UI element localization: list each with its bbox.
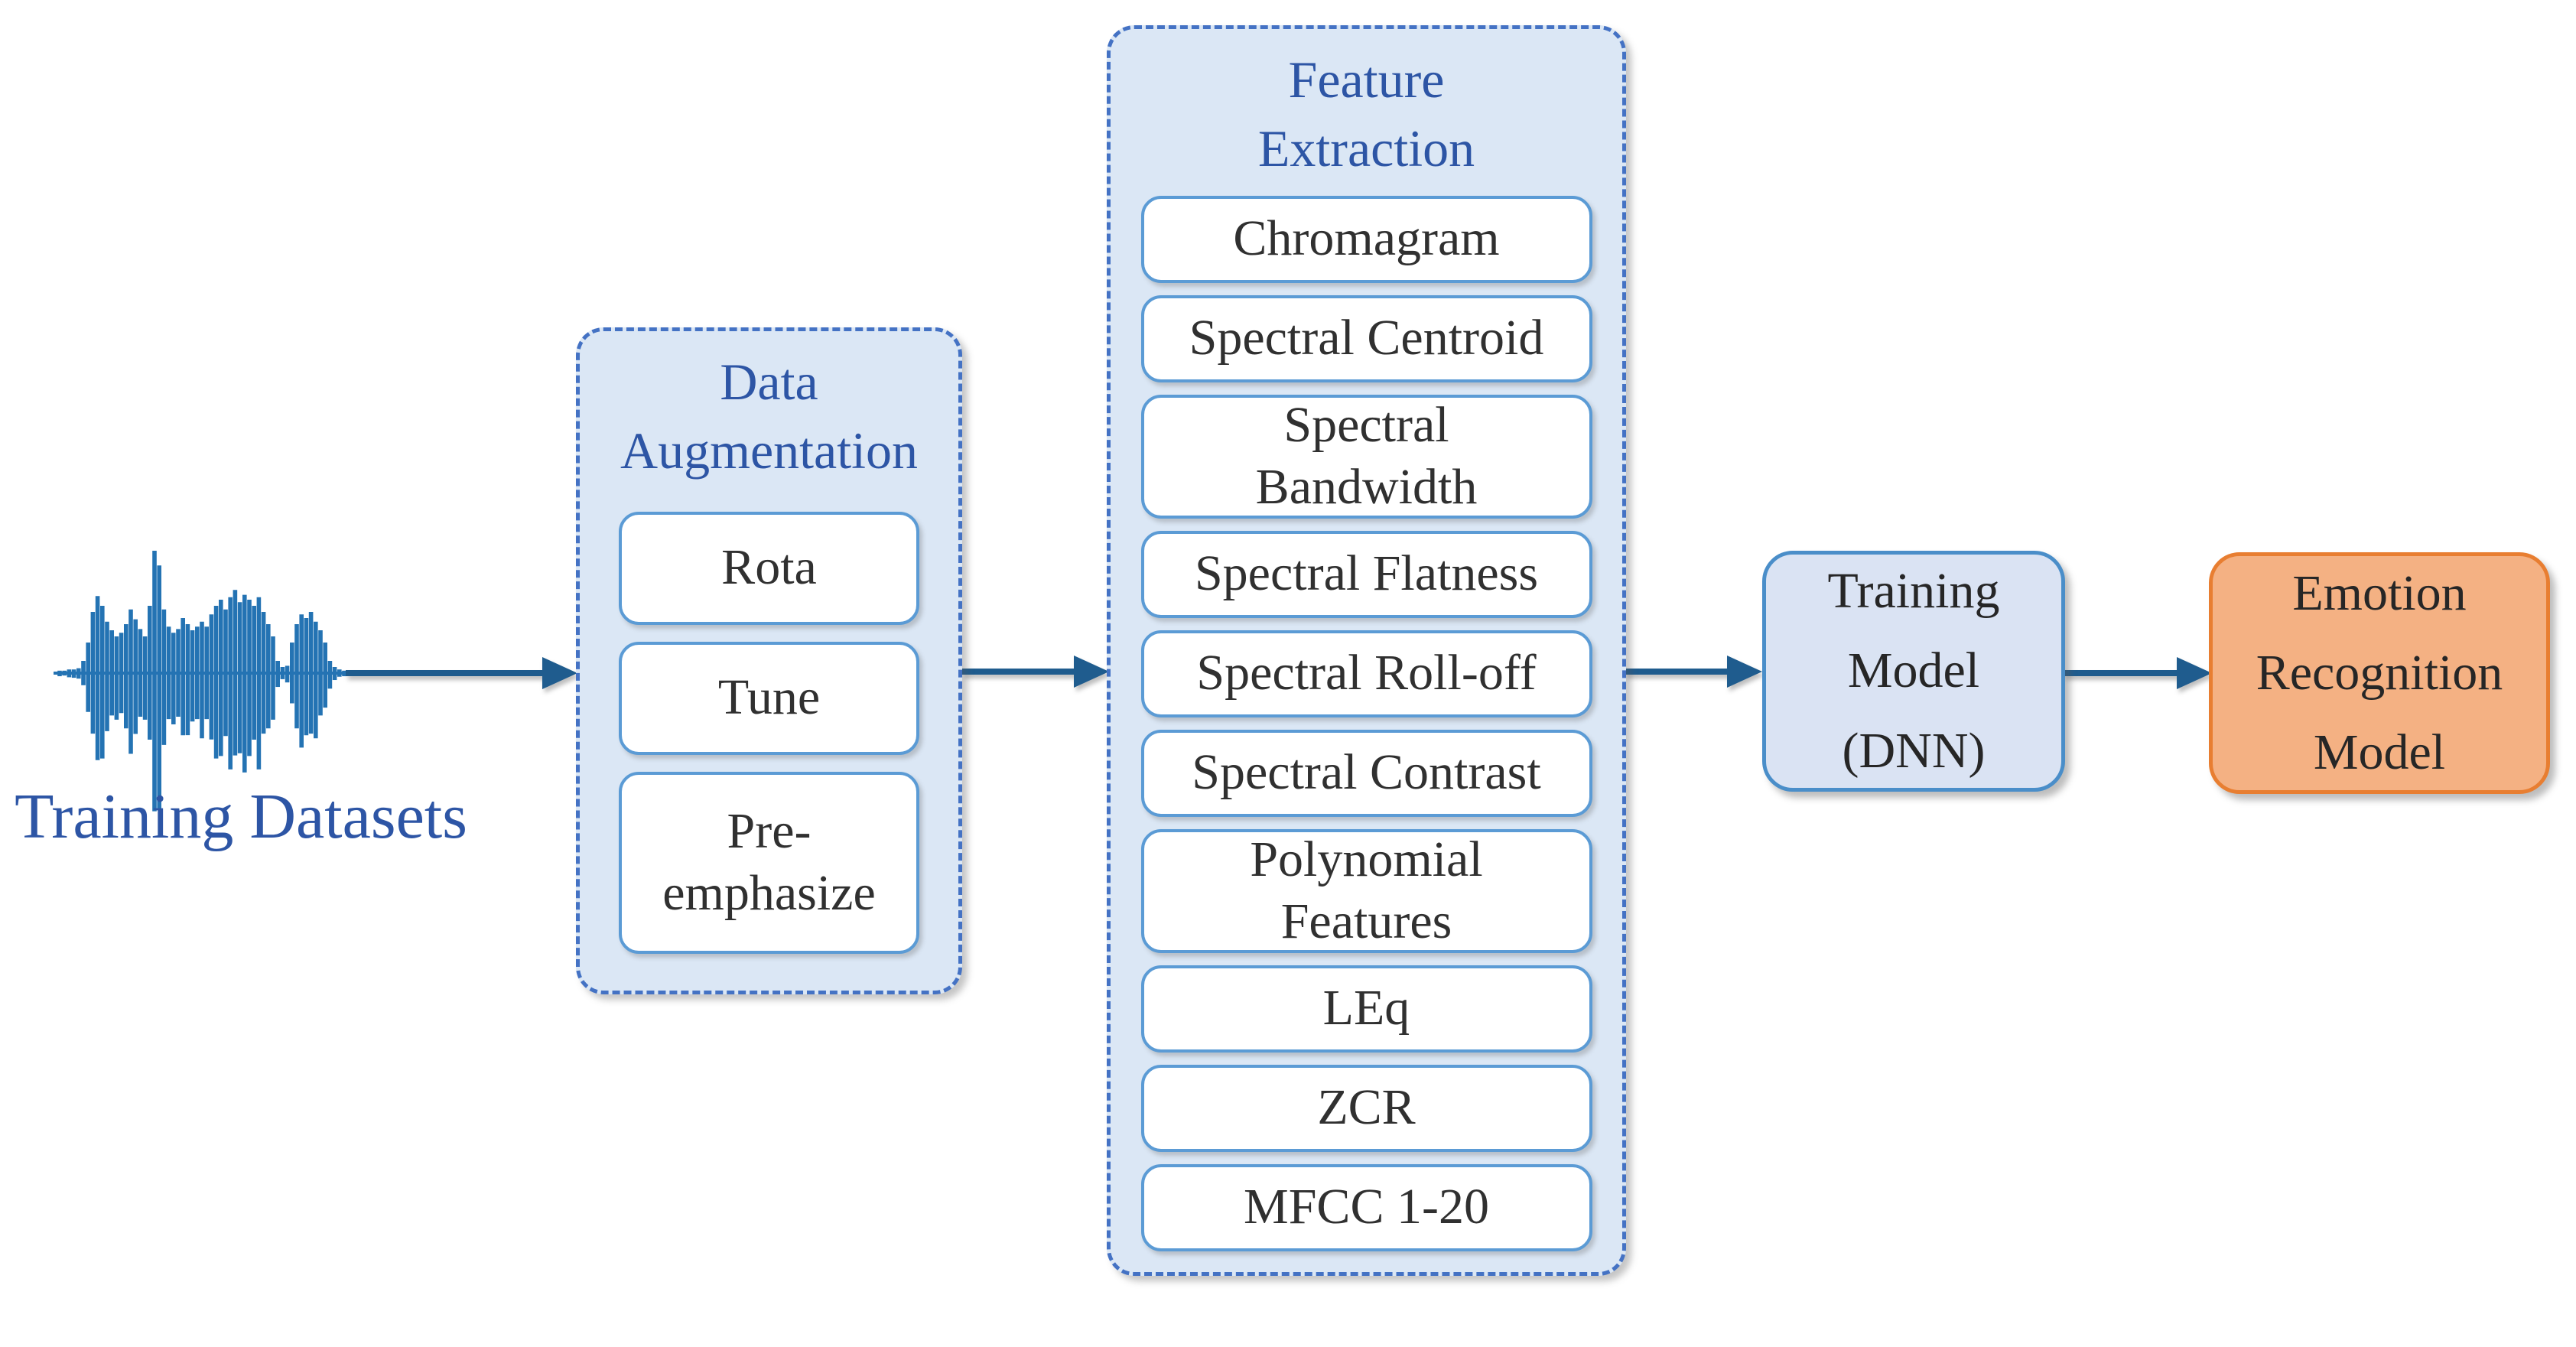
augmentation-item-label: Pre-emphasize (662, 802, 876, 921)
arrow-shaft (2064, 670, 2180, 676)
arrow-head-icon (542, 657, 577, 689)
training-model-box: Training Model (DNN) (1762, 551, 2065, 792)
augmentation-item-pre-emphasize: Pre-emphasize (619, 771, 919, 954)
feature-extraction-panel: Feature Extraction Chromagram Spectral C… (1107, 25, 1626, 1276)
feature-item-polynomial-features: Polynomial Features (1140, 828, 1592, 953)
arrow-head-icon (1074, 656, 1109, 688)
feature-item-label: Spectral Centroid (1189, 310, 1544, 366)
feature-item-mfcc: MFCC 1-20 (1140, 1163, 1592, 1251)
data-augmentation-panel: Data Augmentation Rota Tune Pre-emphasiz… (576, 327, 962, 994)
feature-item-chromagram: Chromagram (1140, 195, 1592, 283)
feature-item-spectral-centroid: Spectral Centroid (1140, 294, 1592, 382)
waveform-icon (54, 528, 359, 818)
feature-item-leq: LEq (1140, 965, 1592, 1053)
feature-item-spectral-roll-off: Spectral Roll-off (1140, 630, 1592, 717)
arrow-head-icon (1727, 656, 1762, 688)
arrow-shaft (962, 669, 1077, 675)
emotion-recognition-model-label: Emotion Recognition Model (2256, 565, 2503, 781)
augmentation-item-rota: Rota (619, 511, 919, 625)
training-datasets-label: Training Datasets (15, 781, 467, 852)
feature-item-label: ZCR (1317, 1079, 1416, 1136)
training-model-label: Training Model (DNN) (1827, 563, 2000, 779)
feature-extraction-title: Feature Extraction (1257, 50, 1475, 177)
feature-item-label: Chromagram (1233, 210, 1500, 267)
feature-item-label: Polynomial Features (1250, 831, 1483, 949)
feature-item-label: Spectral Roll-off (1196, 645, 1537, 701)
feature-item-spectral-bandwidth: Spectral Bandwidth (1140, 394, 1592, 519)
feature-item-label: LEq (1322, 980, 1410, 1036)
feature-item-zcr: ZCR (1140, 1064, 1592, 1152)
feature-item-spectral-contrast: Spectral Contrast (1140, 729, 1592, 817)
augmentation-item-label: Tune (717, 669, 821, 726)
augmentation-item-label: Rota (721, 539, 817, 596)
feature-item-spectral-flatness: Spectral Flatness (1140, 530, 1592, 618)
feature-item-label: Spectral Bandwidth (1255, 396, 1478, 515)
feature-item-label: Spectral Flatness (1194, 545, 1539, 602)
augmentation-item-tune: Tune (619, 641, 919, 755)
arrow-shaft (346, 670, 545, 676)
data-augmentation-title: Data Augmentation (620, 353, 919, 480)
arrow-shaft (1625, 669, 1730, 675)
emotion-recognition-model-box: Emotion Recognition Model (2209, 552, 2550, 794)
feature-item-label: Spectral Contrast (1192, 744, 1541, 801)
feature-item-label: MFCC 1-20 (1244, 1179, 1489, 1235)
arrow-head-icon (2177, 657, 2212, 689)
